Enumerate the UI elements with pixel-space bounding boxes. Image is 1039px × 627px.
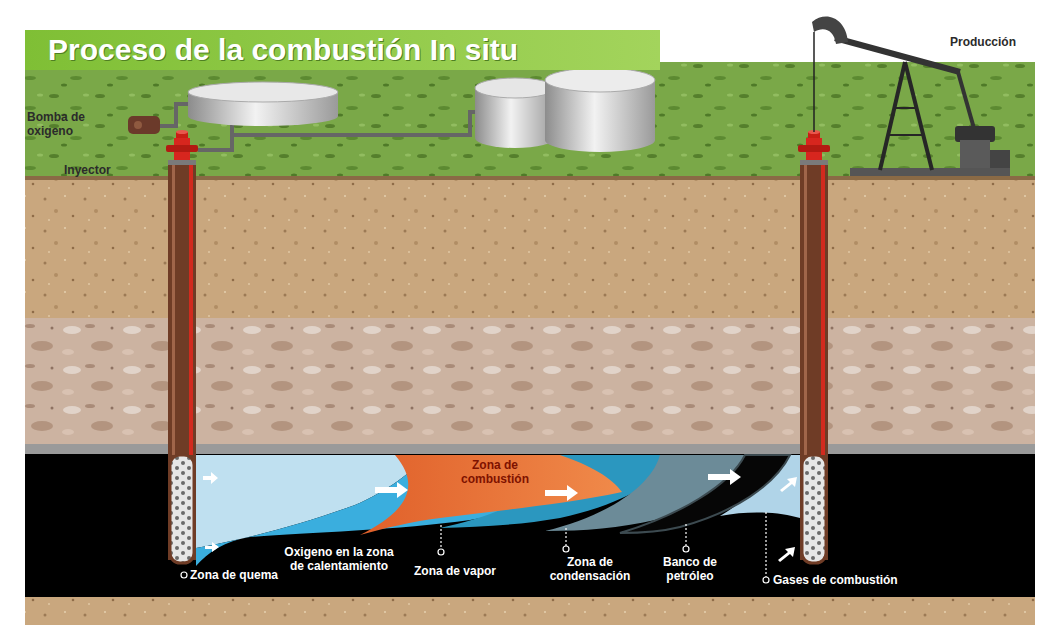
leader-line	[440, 525, 441, 549]
wellhead	[166, 130, 198, 165]
zone-label: Gases de combustión	[773, 573, 898, 587]
casing-stripe	[821, 165, 825, 455]
zone-label: Zona de quema	[190, 568, 278, 582]
flow-arrow	[780, 477, 797, 492]
label-slot: Zona de quema	[190, 568, 278, 582]
zone-label: Oxigeno en la zona de calentamiento	[280, 545, 398, 573]
label-slot: Oxigeno en la zona de calentamiento	[280, 545, 398, 573]
label-slot: Bomba de oxigeno	[27, 110, 91, 138]
leader-dot	[763, 577, 769, 583]
title-slot: Proceso de la combustión In situ	[48, 32, 518, 68]
pump-body	[128, 116, 160, 134]
base-layer	[25, 597, 1035, 625]
perforated-liner	[170, 455, 194, 563]
samson-post	[880, 62, 932, 170]
diagram-title: Proceso de la combustión In situ	[48, 32, 518, 68]
well-label: Producción	[950, 35, 1016, 49]
flow-arrow	[545, 485, 578, 501]
well-label: Inyector	[64, 163, 111, 177]
wellhead-valve	[166, 145, 198, 152]
leader-line	[565, 528, 566, 546]
polished-rod	[813, 32, 815, 132]
casing-stripe	[189, 165, 193, 455]
label-slot: Zona de condensación	[545, 555, 635, 583]
injector-well	[168, 165, 196, 563]
flow-arrow	[205, 542, 219, 552]
label-slot: Inyector	[64, 163, 111, 177]
combustion-front	[360, 455, 622, 535]
tank-top	[475, 78, 555, 98]
post-brace	[894, 107, 917, 109]
oil-bank	[620, 455, 790, 533]
casing-stripe	[804, 165, 807, 455]
label-slot: Banco de petróleo	[650, 555, 730, 583]
pitman-arm	[958, 72, 975, 132]
zone-label: Zona de combustión	[452, 458, 538, 486]
leader-dot	[181, 572, 187, 578]
wellhead-flange	[800, 160, 828, 165]
label-slot: Zona de combustión	[452, 458, 538, 486]
wellhead	[798, 130, 830, 165]
leader-line	[765, 512, 766, 577]
zone-label: Zona de condensación	[545, 555, 635, 583]
flat-tank	[188, 82, 338, 126]
gear-box	[960, 140, 990, 168]
leader-dot	[683, 546, 689, 552]
equipment-label: Bomba de oxigeno	[27, 110, 91, 138]
motor	[990, 150, 1010, 168]
label-slot: Zona de vapor	[405, 564, 505, 578]
zone-label: Zona de vapor	[405, 564, 505, 578]
casing-stripe	[172, 165, 175, 455]
wellhead-valve	[798, 145, 830, 152]
leader-lines	[181, 512, 769, 583]
reservoir	[25, 454, 1035, 597]
label-slot: Producción	[950, 35, 1016, 49]
post-leg	[880, 62, 905, 170]
counterweight	[955, 126, 995, 142]
horse-head	[812, 16, 848, 44]
flow-arrow	[708, 469, 741, 485]
pump-detail	[134, 121, 142, 129]
oxygen-pump	[128, 116, 160, 134]
zone-label: Banco de petróleo	[650, 555, 730, 583]
title-banner	[25, 30, 660, 70]
tank-top	[545, 68, 655, 92]
wellhead-cap	[176, 130, 188, 134]
post-leg	[905, 62, 932, 170]
leader-dot	[438, 549, 444, 555]
walking-beam	[835, 38, 960, 72]
label-slot: Gases de combustión	[773, 573, 898, 587]
wellhead-flange	[168, 160, 196, 165]
storage-tanks	[475, 68, 655, 152]
post-brace	[888, 134, 924, 136]
flow-arrow	[375, 482, 408, 498]
pipe	[158, 104, 190, 126]
leader-dot	[563, 546, 569, 552]
flow-arrow	[778, 547, 795, 562]
flow-arrow	[203, 472, 218, 484]
leader-line	[685, 524, 686, 546]
perforated-liner	[802, 455, 826, 563]
grass-surface	[25, 62, 1035, 178]
tank-top	[188, 82, 338, 102]
producer-well	[800, 165, 828, 563]
